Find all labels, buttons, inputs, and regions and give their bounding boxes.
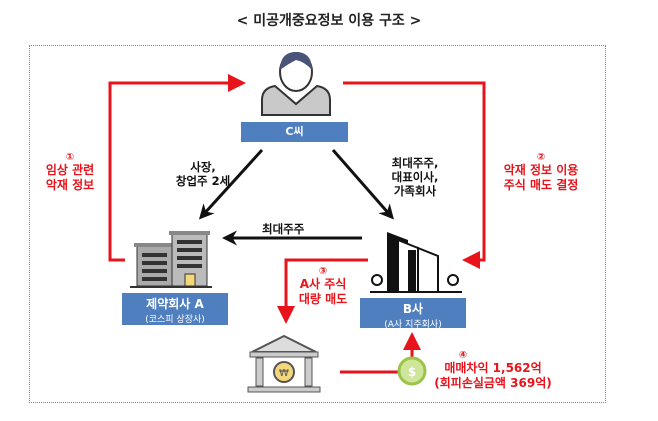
bank-icon: ₩	[247, 334, 321, 393]
company-a-label: 제약회사 A (코스피 상장사)	[122, 293, 228, 325]
company-b-name: B사	[402, 302, 424, 316]
company-b-label: B사 (A사 지주회사)	[360, 298, 466, 330]
person-icon	[261, 52, 331, 116]
edge-c-to-b-label: 최대주주,대표이사,가족회사	[391, 156, 439, 198]
person-label-bar: C씨	[241, 122, 348, 142]
building-a-icon	[130, 231, 212, 288]
arrow-c-to-b	[331, 149, 394, 220]
arrow-step1	[108, 74, 246, 262]
diagram-frame	[29, 45, 606, 403]
edge-c-to-a-label: 사장,창업주 2세	[175, 160, 231, 188]
svg-text:₩: ₩	[279, 368, 289, 379]
building-b-icon	[370, 232, 462, 293]
arrow-step3	[277, 258, 368, 324]
dollar-coin-icon: $	[397, 356, 427, 386]
company-b-sub: (A사 지주회사)	[384, 320, 442, 330]
svg-text:$: $	[408, 365, 416, 379]
arrow-step2	[343, 81, 486, 269]
edge-b-to-a-label: 최대주주	[262, 222, 305, 236]
person-label: C씨	[285, 125, 304, 138]
company-a-name: 제약회사 A	[146, 297, 204, 311]
diagram-title: < 미공개중요정보 이용 구조 >	[236, 13, 422, 29]
arrow-c-to-a	[198, 148, 264, 220]
company-a-sub: (코스피 상장사)	[145, 315, 205, 325]
